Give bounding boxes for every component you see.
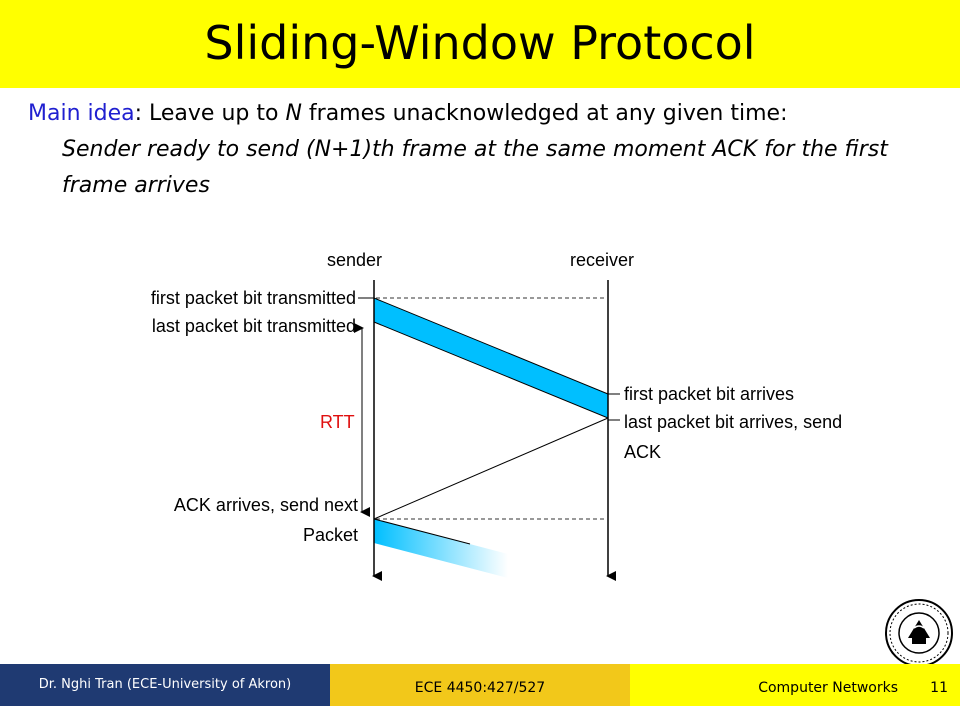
sender-label: sender xyxy=(327,250,382,270)
last-bit-arrives-label-line2: ACK xyxy=(624,442,661,462)
first-bit-arrives-label: first packet bit arrives xyxy=(624,384,794,404)
footer-author: Dr. Nghi Tran (ECE-University of Akron) xyxy=(0,664,330,706)
footer-course-code: ECE 4450:427/527 xyxy=(330,664,630,706)
first-packet-band xyxy=(373,297,609,419)
first-bit-tx-label: first packet bit transmitted xyxy=(151,288,356,308)
ack-arrives-label-line2: Packet xyxy=(303,525,358,545)
main-idea-text-1: : Leave up to xyxy=(134,101,286,126)
title-bar xyxy=(0,0,960,88)
main-idea-text-2: frames unacknowledged at any given time: xyxy=(301,101,788,126)
next-packet-band xyxy=(374,519,508,578)
next-packet-edge xyxy=(373,518,471,545)
slide-title: Sliding-Window Protocol xyxy=(204,16,756,70)
ack-line xyxy=(373,417,609,520)
main-idea-keyword: Main idea xyxy=(28,101,135,126)
ack-arrives-label-line1: ACK arrives, send next xyxy=(174,495,358,515)
footer-page-number: 11 xyxy=(930,680,948,696)
footer-right: Computer Networks 11 xyxy=(630,664,960,706)
main-idea-subtext: Sender ready to send (N+1)th frame at th… xyxy=(62,137,888,198)
university-seal-logo xyxy=(885,599,953,667)
rtt-label: RTT xyxy=(320,412,355,432)
last-bit-tx-label: last packet bit transmitted xyxy=(152,316,356,336)
footer-course-name: Computer Networks xyxy=(758,680,898,696)
main-idea-paragraph: Main idea: Leave up to N frames unacknow… xyxy=(28,96,928,204)
receiver-label: receiver xyxy=(570,250,634,270)
main-idea-n: N xyxy=(285,101,302,126)
last-bit-arrives-label-line1: last packet bit arrives, send xyxy=(624,412,842,432)
